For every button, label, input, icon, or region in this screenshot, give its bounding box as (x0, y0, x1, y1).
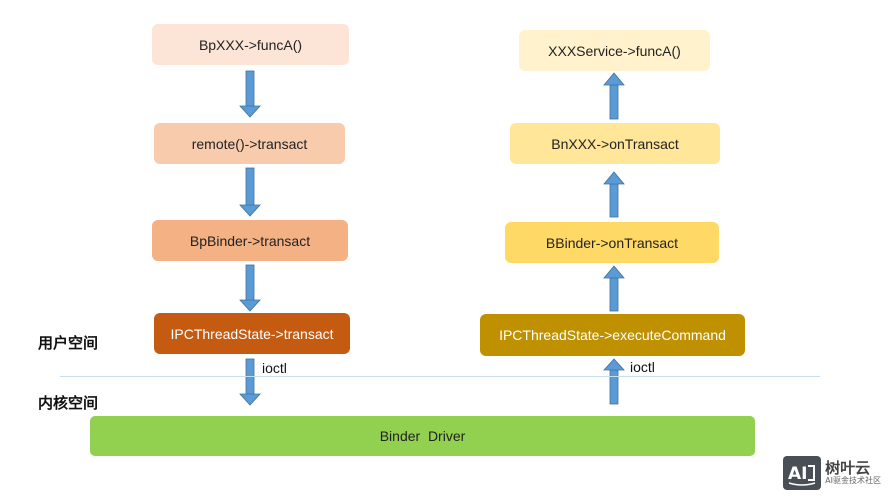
svg-text:AI: AI (788, 464, 807, 484)
service-funca-box: XXXService->funcA() (519, 30, 710, 71)
bbinder-ontransact-box: BBinder->onTransact (505, 222, 719, 263)
arrow-down-1 (239, 70, 261, 118)
ioctl-left-label: ioctl (262, 360, 287, 376)
watermark: AI 树叶云 AI驱金技术社区 (783, 456, 881, 490)
arrow-down-ioctl (239, 358, 261, 406)
arrow-up-2 (603, 171, 625, 218)
watermark-name: 树叶云 (825, 458, 871, 477)
kernel-space-label: 内核空间 (38, 394, 99, 412)
ipc-transact-box: IPCThreadState->transact (154, 313, 350, 354)
arrow-up-1 (603, 72, 625, 120)
bpbinder-transact-box: BpBinder->transact (152, 220, 348, 261)
arrow-up-3 (603, 265, 625, 312)
bp-funca-box: BpXXX->funcA() (152, 24, 349, 65)
arrow-down-3 (239, 264, 261, 312)
ipc-execute-box: IPCThreadState->executeCommand (480, 314, 745, 356)
ai-logo-icon: AI (783, 456, 822, 490)
watermark-sub: AI驱金技术社区 (825, 475, 881, 485)
user-kernel-divider (60, 376, 820, 377)
arrow-down-2 (239, 167, 261, 217)
bn-ontransact-box: BnXXX->onTransact (510, 123, 720, 164)
ioctl-right-label: ioctl (630, 359, 655, 375)
remote-transact-box: remote()->transact (154, 123, 345, 164)
user-space-label: 用户空间 (38, 334, 99, 352)
arrow-up-ioctl (603, 358, 625, 405)
binder-driver-bar: Binder Driver (90, 416, 755, 456)
